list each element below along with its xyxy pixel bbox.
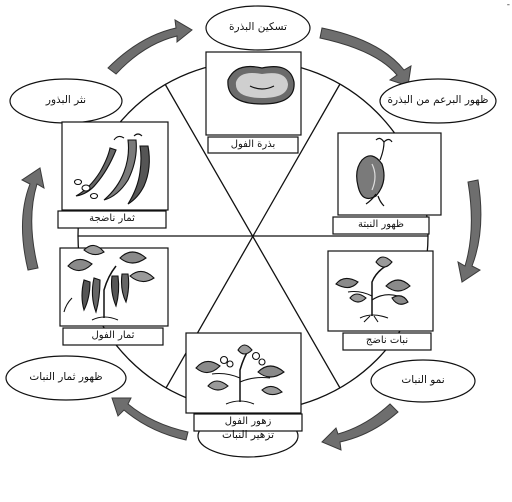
process-label-dormancy: تسكين البذرة	[229, 21, 287, 33]
panel-ripe	[61, 121, 169, 211]
flowering-plant-icon	[195, 344, 285, 405]
mature-plant-icon	[335, 256, 411, 323]
bubble-fruiting	[5, 355, 127, 401]
corner-mark: -	[506, 0, 510, 10]
label-box-seedling	[332, 216, 430, 235]
arrow-flowering-to-fruiting	[111, 397, 189, 441]
bubble-sprouting	[379, 78, 497, 124]
cycle-arrows	[21, 19, 482, 451]
arrow-growth-to-flowering	[321, 403, 399, 451]
panel-seedling	[337, 132, 442, 216]
ripe-pods-icon	[73, 133, 150, 205]
bubble-dormancy	[205, 5, 311, 51]
process-label-dispersal: نثر البذور	[45, 94, 87, 106]
arrow-sprouting-to-growth	[457, 179, 482, 283]
arrow-dispersal-to-dormancy	[107, 19, 193, 75]
bean-pods-plant-icon	[63, 244, 155, 321]
process-label-growth: نمو النبات	[401, 374, 445, 386]
stage-label-mature: نبات ناضج	[365, 335, 409, 346]
stage-label-seed: بذرة الفول	[230, 139, 276, 150]
bubble-growth	[370, 359, 476, 403]
stage-label-ripe: ثمار ناضجة	[89, 213, 135, 224]
label-box-fruits	[62, 327, 164, 346]
arrow-dormancy-to-sprouting	[319, 27, 412, 87]
process-label-sprouting: ظهور البرعم من البذرة	[387, 94, 489, 106]
label-box-flowers	[193, 413, 303, 432]
seedling-icon	[356, 137, 393, 207]
arrow-fruiting-to-dispersal	[21, 167, 45, 271]
stage-label-flowers: زهور الفول	[224, 416, 272, 427]
label-box-ripe	[57, 210, 167, 229]
process-label-flowering: تزهير النبات	[221, 429, 275, 441]
bean-seed-icon	[227, 65, 295, 105]
stage-label-fruits: ثمار الفول	[91, 330, 135, 341]
process-label-fruiting: ظهور ثمار النبات	[29, 371, 103, 383]
label-box-seed	[207, 136, 299, 154]
label-box-mature	[342, 332, 432, 351]
stage-label-seedling: ظهور النبتة	[358, 219, 404, 230]
